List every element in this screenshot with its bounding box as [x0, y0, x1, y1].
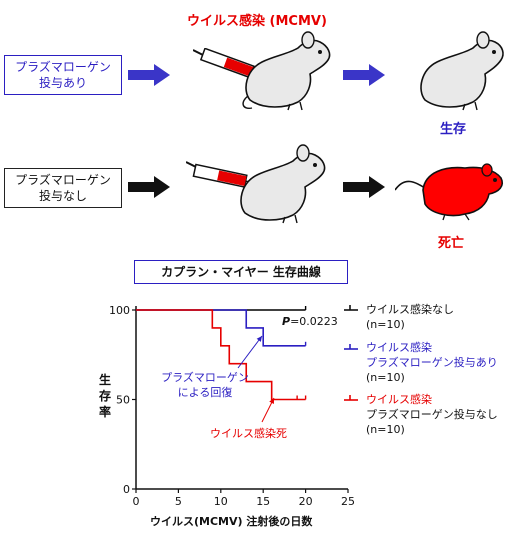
- mouse-icon: [240, 144, 326, 224]
- x-axis-label: ウイルス(MCMV) 注射後の日数: [150, 515, 313, 528]
- km-title-box: カプラン・マイヤー 生存曲線: [134, 260, 348, 284]
- plasmalogen-yes-box: プラズマローゲン 投与あり: [4, 55, 122, 95]
- plasmalogen-no-box: プラズマローゲン 投与なし: [4, 168, 122, 208]
- arrow-right-icon: [343, 176, 385, 198]
- km-survival-chart: 0 5 10 15 20 25 0 50 100: [109, 304, 358, 508]
- arrow-right-icon: [128, 64, 170, 86]
- mouse-icon: [420, 31, 504, 111]
- annotation-recovery-line2: による回復: [177, 386, 233, 399]
- legend-label: ウイルス感染: [366, 393, 432, 406]
- box-line2: 投与あり: [38, 76, 87, 90]
- legend-item-3: ウイルス感染 プラズマローゲン投与なし (n=10): [366, 392, 498, 437]
- y-tick-label: 0: [123, 483, 130, 496]
- x-tick-label: 15: [256, 495, 270, 508]
- y-axis-label: 生存率: [98, 373, 111, 419]
- x-tick-label: 5: [175, 495, 182, 508]
- p-value: P=0.0223: [282, 315, 338, 328]
- legend-label-2: プラズマローゲン投与あり: [366, 356, 498, 369]
- x-tick-label: 10: [214, 495, 228, 508]
- outcome-survival: 生存: [440, 122, 467, 137]
- y-tick-label: 50: [116, 394, 130, 407]
- legend-label: ウイルス感染なし: [366, 303, 454, 316]
- arrow-death-head: [269, 398, 274, 404]
- x-tick-label: 0: [133, 495, 140, 508]
- box-line1: プラズマローゲン: [15, 60, 111, 74]
- legend-label: ウイルス感染: [366, 341, 432, 354]
- legend-n: (n=10): [366, 371, 405, 384]
- p-value-symbol: P: [282, 315, 291, 328]
- y-tick-label: 100: [109, 304, 130, 317]
- x-tick-label: 25: [341, 495, 355, 508]
- virus-infection-label: ウイルス感染 (MCMV): [187, 14, 327, 29]
- arrow-right-icon: [343, 64, 385, 86]
- p-value-text: =0.0223: [290, 315, 338, 328]
- series-line-2: [136, 309, 306, 347]
- x-tick-label: 20: [299, 495, 313, 508]
- annotation-death: ウイルス感染死: [210, 427, 287, 440]
- dead-mouse-icon: [395, 163, 504, 221]
- annotation-recovery: プラズマローゲン による回復: [146, 370, 264, 400]
- series-line-3: [136, 309, 306, 401]
- arrow-right-icon: [128, 176, 170, 198]
- annotation-recovery-line1: プラズマローゲン: [161, 371, 249, 384]
- legend-label-2: プラズマローゲン投与なし: [366, 408, 498, 421]
- legend-item-2: ウイルス感染 プラズマローゲン投与あり (n=10): [366, 340, 498, 385]
- box-line1: プラズマローゲン: [15, 173, 111, 187]
- outcome-death: 死亡: [438, 236, 465, 251]
- km-title: カプラン・マイヤー 生存曲線: [161, 265, 321, 279]
- mouse-icon: [242, 31, 331, 111]
- legend-n: (n=10): [366, 423, 405, 436]
- arrow-recovery-head: [256, 336, 262, 342]
- legend-item-1: ウイルス感染なし (n=10): [366, 302, 454, 332]
- box-line2: 投与なし: [38, 189, 87, 203]
- legend-n: (n=10): [366, 318, 405, 331]
- arrow-recovery: [237, 335, 263, 369]
